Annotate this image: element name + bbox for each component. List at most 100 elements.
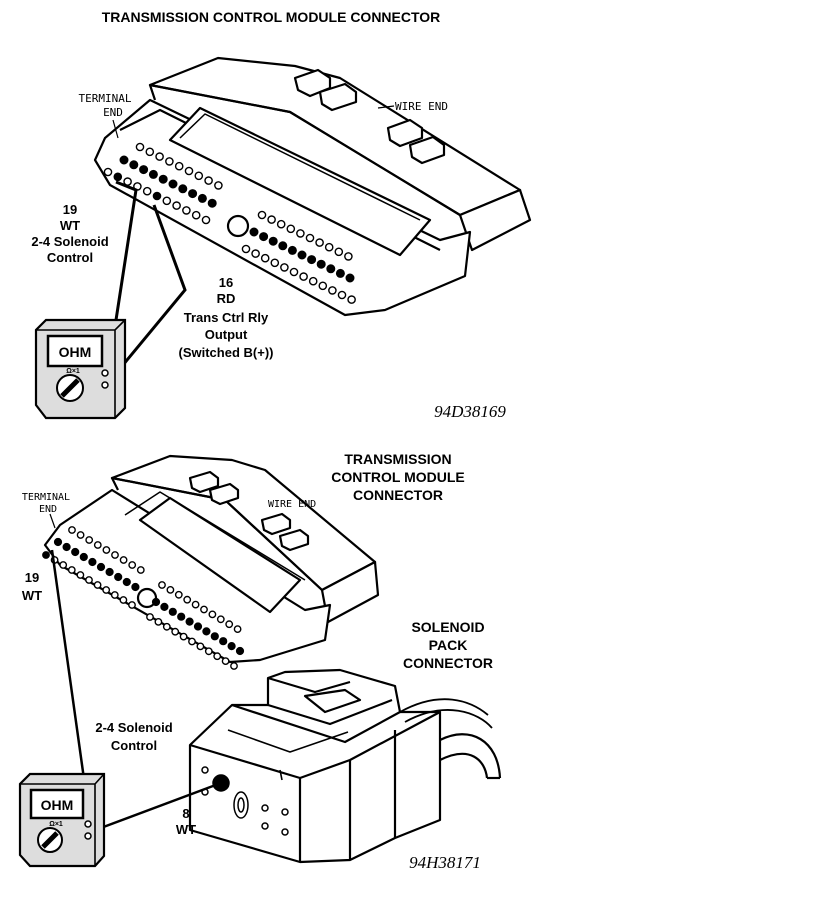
terminal-cavity bbox=[194, 171, 204, 181]
diagram-1: TRANSMISSION CONTROL MODULE CONNECTOR bbox=[31, 9, 532, 421]
solenoid-pin-c bbox=[261, 804, 269, 812]
wire-end-leader-1 bbox=[377, 105, 395, 109]
terminal-cavity bbox=[103, 167, 113, 177]
terminal-cavity bbox=[102, 586, 111, 594]
terminal-cavity bbox=[260, 253, 270, 263]
ohmmeter-1: OHM Ω×1 bbox=[34, 318, 127, 420]
terminal-cavity bbox=[135, 142, 145, 152]
terminal-cavity bbox=[188, 189, 198, 199]
meter-display-2 bbox=[29, 788, 85, 820]
terminal-cavity bbox=[297, 250, 307, 260]
figure-id-2: 94H38171 bbox=[409, 853, 481, 872]
terminal-cavity bbox=[119, 155, 129, 165]
terminal-cavity bbox=[337, 290, 347, 300]
terminal-cavity bbox=[230, 662, 238, 670]
wire-19-desc-1: 2-4 Solenoid bbox=[31, 234, 108, 249]
terminal-cavity bbox=[119, 556, 128, 564]
terminal-cavity bbox=[128, 601, 136, 609]
wire-16-desc-1: Trans Ctrl Rly bbox=[184, 310, 269, 325]
terminal-cavity bbox=[316, 259, 326, 269]
terminal-cavity bbox=[76, 571, 85, 579]
meter-dial-knob-2 bbox=[41, 831, 59, 849]
terminal-cavity bbox=[185, 617, 194, 626]
terminal-cavity bbox=[93, 541, 102, 549]
terminal-cavity bbox=[171, 627, 180, 636]
terminal-cavity bbox=[278, 241, 288, 251]
terminal-cavity bbox=[249, 227, 259, 237]
terminal-cavity bbox=[225, 620, 234, 629]
terminal-cavity bbox=[276, 219, 286, 229]
terminal-cavity bbox=[221, 657, 230, 665]
meter-jack-2a bbox=[84, 820, 92, 828]
wire-8-number: 8 bbox=[182, 806, 189, 821]
terminal-cavity bbox=[93, 581, 102, 589]
terminal-cavity bbox=[188, 637, 196, 646]
terminal-cavity bbox=[142, 186, 152, 196]
terminal-cavity bbox=[289, 267, 299, 277]
solenoid-pin-d bbox=[281, 808, 289, 816]
terminal-cavity bbox=[200, 605, 208, 614]
meter-display-text-1: OHM bbox=[59, 344, 92, 360]
wire-16-desc-3: (Switched B(+)) bbox=[179, 345, 274, 360]
terminal-cavity bbox=[139, 165, 149, 175]
terminal-cavity bbox=[158, 581, 166, 589]
terminal-end-label-2a: TERMINAL bbox=[22, 492, 70, 503]
meter-jack-1b bbox=[101, 381, 109, 389]
terminal-cavity bbox=[233, 625, 242, 633]
terminal-cavity bbox=[114, 572, 123, 582]
terminal-cavity bbox=[235, 646, 245, 656]
terminal-cavity bbox=[241, 244, 251, 254]
terminal-cavity bbox=[287, 245, 297, 255]
terminal-cavity bbox=[347, 295, 356, 304]
terminal-cavity bbox=[204, 647, 213, 656]
test-lead-1b bbox=[106, 204, 187, 384]
terminal-cavity bbox=[326, 264, 336, 274]
solenoid-pin-e bbox=[261, 822, 269, 830]
terminal-cavity bbox=[119, 596, 128, 604]
test-lead-1a bbox=[106, 180, 138, 373]
terminal-cavity bbox=[113, 172, 123, 182]
wire-19-desc-2: Control bbox=[47, 250, 93, 265]
terminal-cavity bbox=[227, 641, 236, 651]
terminal-cavity bbox=[178, 184, 188, 194]
meter-range-label-2: Ω×1 bbox=[49, 821, 63, 828]
solenoid-key-slot-inner bbox=[237, 797, 245, 813]
wire-end-label-2: WIRE END bbox=[268, 499, 316, 510]
meter-range-label-1: Ω×1 bbox=[66, 368, 80, 375]
meter-display-1 bbox=[46, 334, 104, 368]
terminal-cavity bbox=[168, 607, 177, 616]
terminal-cavity bbox=[308, 276, 318, 286]
terminal-cavity bbox=[268, 236, 278, 246]
terminal-cavity bbox=[296, 229, 305, 238]
terminal-cavity bbox=[251, 249, 260, 258]
terminal-cavity bbox=[67, 566, 76, 574]
solenoid-pack-label-1: SOLENOID bbox=[411, 619, 484, 635]
terminal-cavity bbox=[172, 201, 181, 210]
terminal-cavity bbox=[111, 551, 119, 559]
meter-dial-knob-1 bbox=[60, 378, 80, 398]
terminal-cavity bbox=[162, 196, 172, 206]
terminal-cavity bbox=[213, 652, 222, 661]
terminal-cavity bbox=[214, 181, 223, 190]
figure-id-1: 94D38169 bbox=[434, 402, 506, 421]
terminal-cavity bbox=[42, 551, 50, 559]
terminal-cavity bbox=[318, 281, 328, 291]
wire-19-color-1: WT bbox=[60, 218, 80, 233]
terminal-cavity bbox=[202, 627, 211, 636]
terminal-cavity bbox=[201, 215, 211, 225]
diagram-2-title-3: CONNECTOR bbox=[353, 487, 443, 503]
terminal-cavity bbox=[335, 268, 345, 278]
terminal-cavity bbox=[345, 273, 355, 283]
terminal-cavity bbox=[96, 562, 106, 572]
solenoid-pack-connector bbox=[188, 668, 502, 864]
wire-19-color-2: WT bbox=[22, 588, 42, 603]
solenoid-control-label-1: 2-4 Solenoid bbox=[95, 720, 172, 735]
meter-jack-2b bbox=[84, 832, 92, 840]
terminal-cavity bbox=[79, 552, 88, 562]
terminal-cavity bbox=[182, 206, 191, 215]
terminal-cavity bbox=[207, 198, 217, 208]
terminal-cavity bbox=[280, 263, 289, 272]
terminal-cavity bbox=[307, 255, 317, 265]
tcm-connector-1 bbox=[93, 56, 532, 317]
terminal-cavity bbox=[204, 176, 213, 185]
